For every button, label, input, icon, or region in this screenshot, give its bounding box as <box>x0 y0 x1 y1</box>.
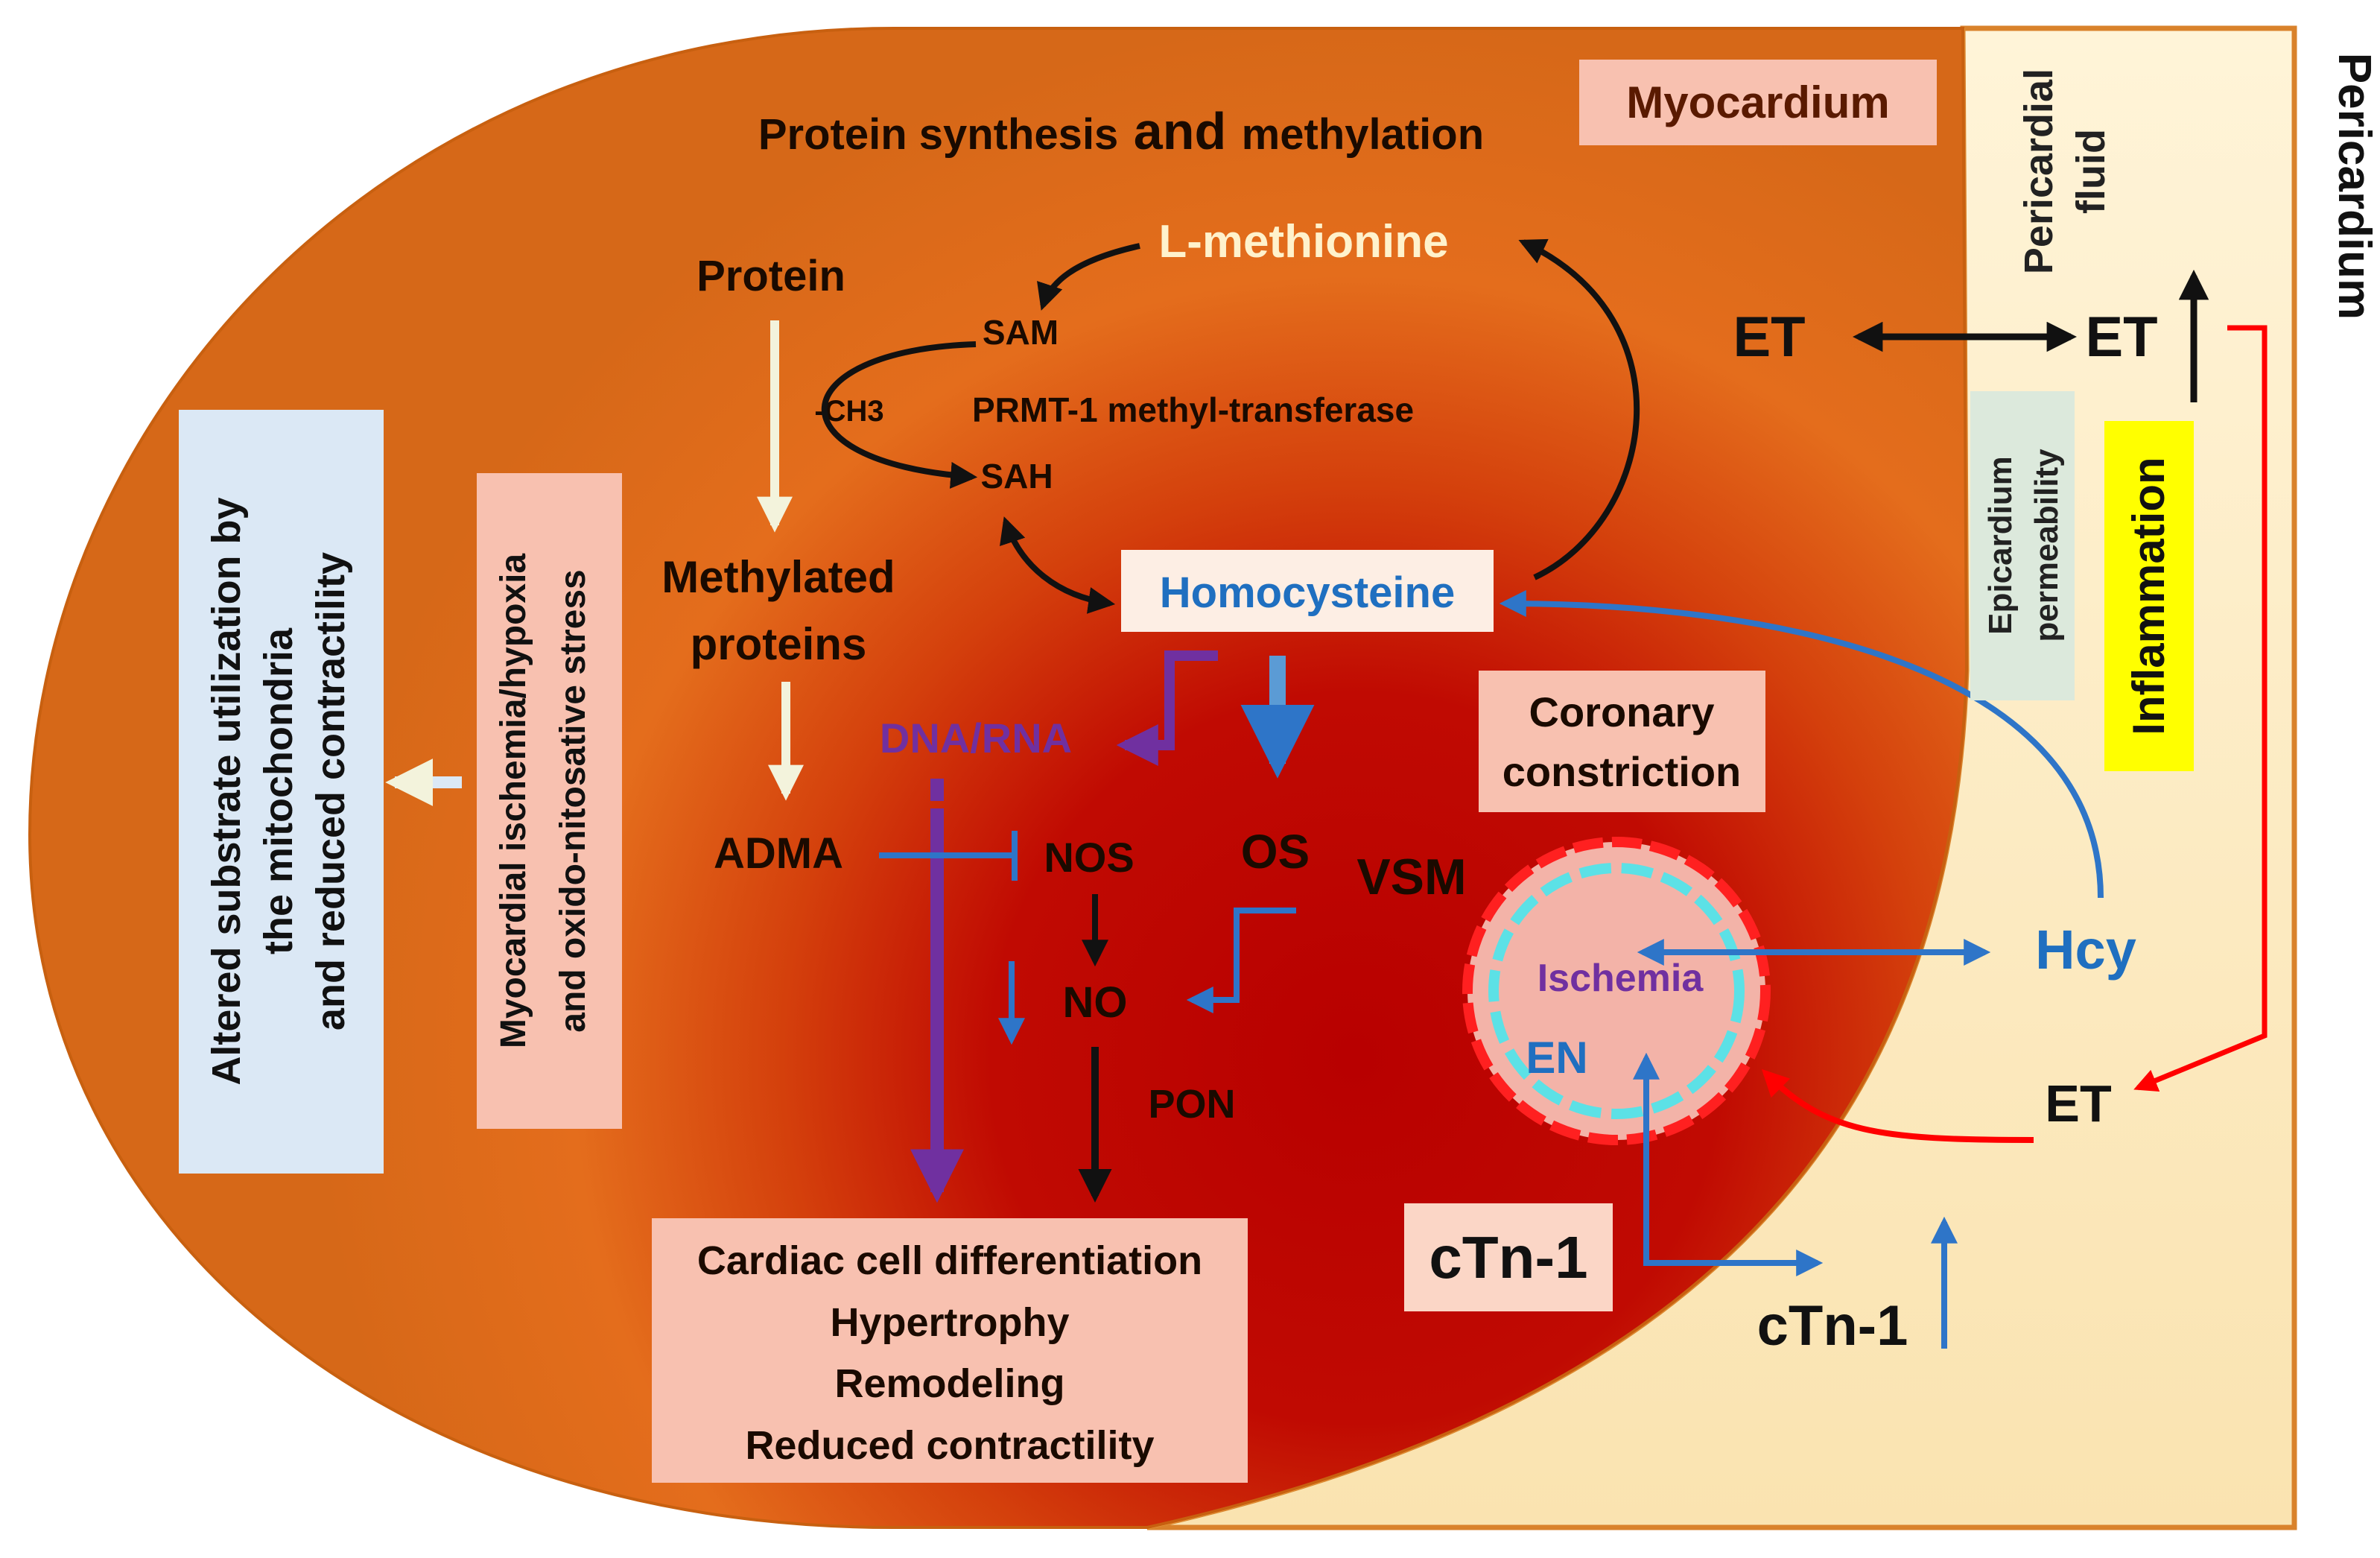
arrow-et-red-down <box>2133 325 2268 1092</box>
no-label: NO <box>1063 978 1128 1027</box>
ischemia-label: Ischemia <box>1538 957 1704 1000</box>
ctn-box <box>1404 1203 1613 1311</box>
title-part-2: methylation <box>1242 110 1485 159</box>
altered-substrate-line-3: and reduced contractility <box>308 552 353 1030</box>
en-label: EN <box>1526 1033 1587 1083</box>
vessel-endothelium-ring <box>1488 863 1745 1119</box>
arrow-ctn-exchange <box>1633 1052 1824 1276</box>
arrow-methionine-to-sam <box>1037 243 1140 311</box>
vsm-label: VSM <box>1356 849 1466 905</box>
arrow-hcy-to-homocysteine <box>1499 590 2104 899</box>
sah-label: SAH <box>980 457 1053 495</box>
outcome-line-2: Hypertrophy <box>830 1300 1069 1345</box>
methylated-proteins-label-2: proteins <box>691 619 867 669</box>
altered-substrate-line-2: the mitochondria <box>256 627 301 954</box>
arrow-os-to-no <box>1186 908 1296 1013</box>
coronary-constriction-line-1: Coronary <box>1529 688 1715 735</box>
coronary-constriction-line-2: constriction <box>1502 748 1741 795</box>
inflammation-label: Inflammation <box>2124 457 2174 735</box>
title-part-and: and <box>1134 102 1226 160</box>
inflammation-box <box>2104 421 2194 771</box>
section-title: Protein synthesis and methylation <box>758 102 1484 160</box>
title-part-1: Protein synthesis <box>758 110 1118 159</box>
outcome-box <box>652 1218 1248 1483</box>
arrow-homocysteine-to-methionine <box>1518 238 1640 580</box>
prmt-label: PRMT-1 methyl-transferase <box>972 390 1414 429</box>
ischemia-stress-box <box>477 473 622 1129</box>
epicardium-line-2: permeability <box>2028 449 2065 642</box>
sam-label: SAM <box>983 313 1059 352</box>
adma-label: ADMA <box>714 829 843 878</box>
altered-substrate-box <box>179 410 384 1174</box>
coronary-constriction-box <box>1479 671 1765 812</box>
arrow-sam-to-sah <box>821 341 978 489</box>
nos-label: NOS <box>1044 834 1134 881</box>
ischemia-stress-line-2: and oxido-nitosative stress <box>553 569 593 1033</box>
ctn-lower-label: cTn-1 <box>1757 1294 1908 1358</box>
epicardium-box <box>1970 391 2075 700</box>
arrow-sah-homocysteine <box>1000 516 1116 614</box>
ctn-box-label: cTn-1 <box>1429 1224 1587 1291</box>
os-label: OS <box>1241 825 1310 878</box>
epicardium-line-1: Epicardium <box>1982 456 2019 635</box>
ischemia-stress-line-1: Myocardial ischemia/hypoxia <box>494 554 533 1049</box>
et-fluid-label: ET <box>2085 305 2157 369</box>
pericardial-fluid-label-2: fluid <box>2069 129 2113 214</box>
protein-label: Protein <box>696 252 845 300</box>
arrow-homocysteine-to-dna <box>1116 650 1218 766</box>
methylated-proteins-label-1: Methylated <box>661 552 895 602</box>
pon-label: PON <box>1148 1082 1235 1127</box>
l-methionine-label: L-methionine <box>1158 216 1448 267</box>
outcome-line-3: Remodeling <box>834 1361 1064 1406</box>
homocysteine-label: Homocysteine <box>1160 569 1455 617</box>
dna-rna-label: DNA/RNA <box>880 715 1072 761</box>
outcome-line-4: Reduced contractility <box>745 1423 1154 1468</box>
outcome-line-1: Cardiac cell differentiation <box>697 1238 1202 1283</box>
homocysteine-box <box>1121 550 1494 632</box>
et-lower-label: ET <box>2045 1074 2111 1133</box>
myocardium-label-box <box>1579 60 1937 145</box>
pericardium-label: Pericardium <box>2329 53 2380 320</box>
et-myocardium-label: ET <box>1733 305 1805 369</box>
pericardial-fluid-label-1: Pericardial <box>2016 69 2061 274</box>
myocardium-label: Myocardium <box>1626 77 1889 127</box>
hcy-label: Hcy <box>2035 919 2136 981</box>
altered-substrate-line-1: Altered substrate utilization by <box>204 497 249 1085</box>
